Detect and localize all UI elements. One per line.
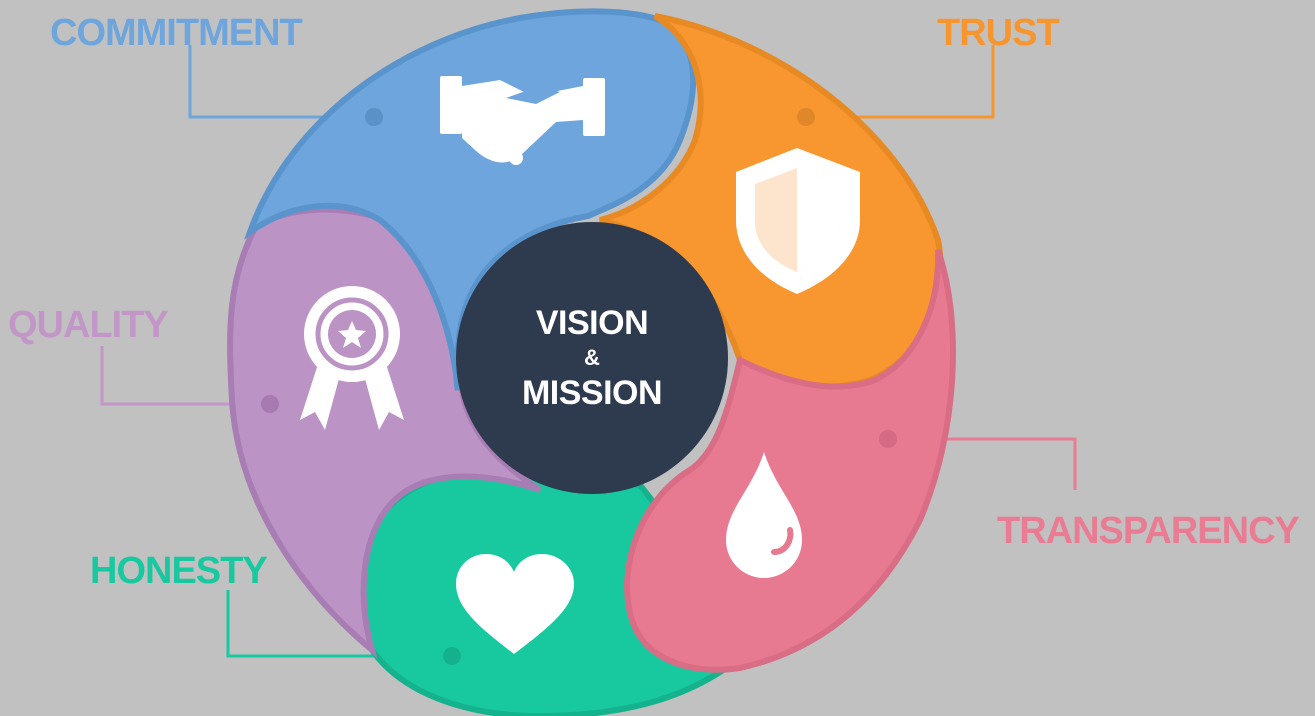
label-trust: TRUST: [937, 12, 1060, 54]
label-honesty: HONESTY: [90, 550, 268, 592]
connector-dot-quality: [261, 395, 279, 413]
center-circle: [456, 222, 728, 494]
label-transparency: TRANSPARENCY: [997, 510, 1300, 552]
handshake-icon: [440, 76, 605, 165]
connector-quality: [100, 346, 270, 406]
connector-transparency: [888, 437, 1077, 490]
heart-icon: [456, 554, 574, 654]
segment-transparency: [624, 249, 956, 673]
connector-dot-transparency: [879, 430, 897, 448]
shield-icon: [736, 148, 860, 294]
label-commitment: COMMITMENT: [50, 12, 303, 54]
award-ribbon-icon: [300, 286, 404, 430]
connector-dot-trust: [797, 108, 815, 126]
connector-dot-honesty: [443, 647, 461, 665]
label-quality: QUALITY: [8, 304, 169, 346]
connector-trust: [806, 45, 995, 119]
connector-dot-commitment: [365, 108, 383, 126]
water-drop-icon: [726, 452, 802, 578]
connector-commitment: [188, 45, 374, 119]
